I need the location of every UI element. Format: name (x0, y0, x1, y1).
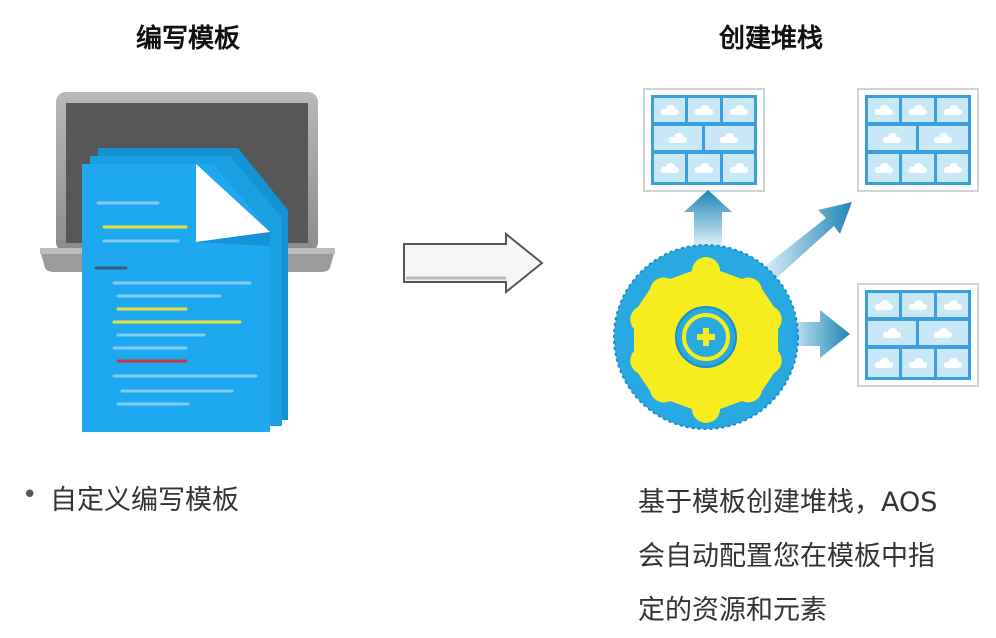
bullet-point: • (22, 480, 38, 510)
create-stack-title: 创建堆栈 (718, 24, 823, 54)
document-stack-icon (82, 148, 288, 432)
description-line: 定的资源和元素 (638, 595, 827, 626)
write-template-description: 自定义编写模板 (50, 485, 239, 516)
stack-icon-bottom-right (858, 284, 978, 386)
arrow-to-top-left-stack (684, 190, 732, 248)
create-stack-description: 基于模板创建堆栈，AOS 会自动配置您在模板中指 定的资源和元素 (638, 476, 988, 638)
write-template-title: 编写模板 (135, 24, 240, 54)
arrow-right-icon (403, 231, 544, 295)
arrow-to-top-right-stack (760, 202, 852, 282)
diagram-canvas (40, 0, 996, 432)
description-line: 会自动配置您在模板中指 (638, 541, 935, 572)
gear-plus-icon (613, 244, 799, 430)
arrow-to-bottom-right-stack (782, 310, 850, 358)
description-line: 基于模板创建堆栈，AOS (638, 487, 938, 518)
stack-icon-top-left (644, 89, 764, 191)
stack-icon-top-right (858, 89, 978, 191)
